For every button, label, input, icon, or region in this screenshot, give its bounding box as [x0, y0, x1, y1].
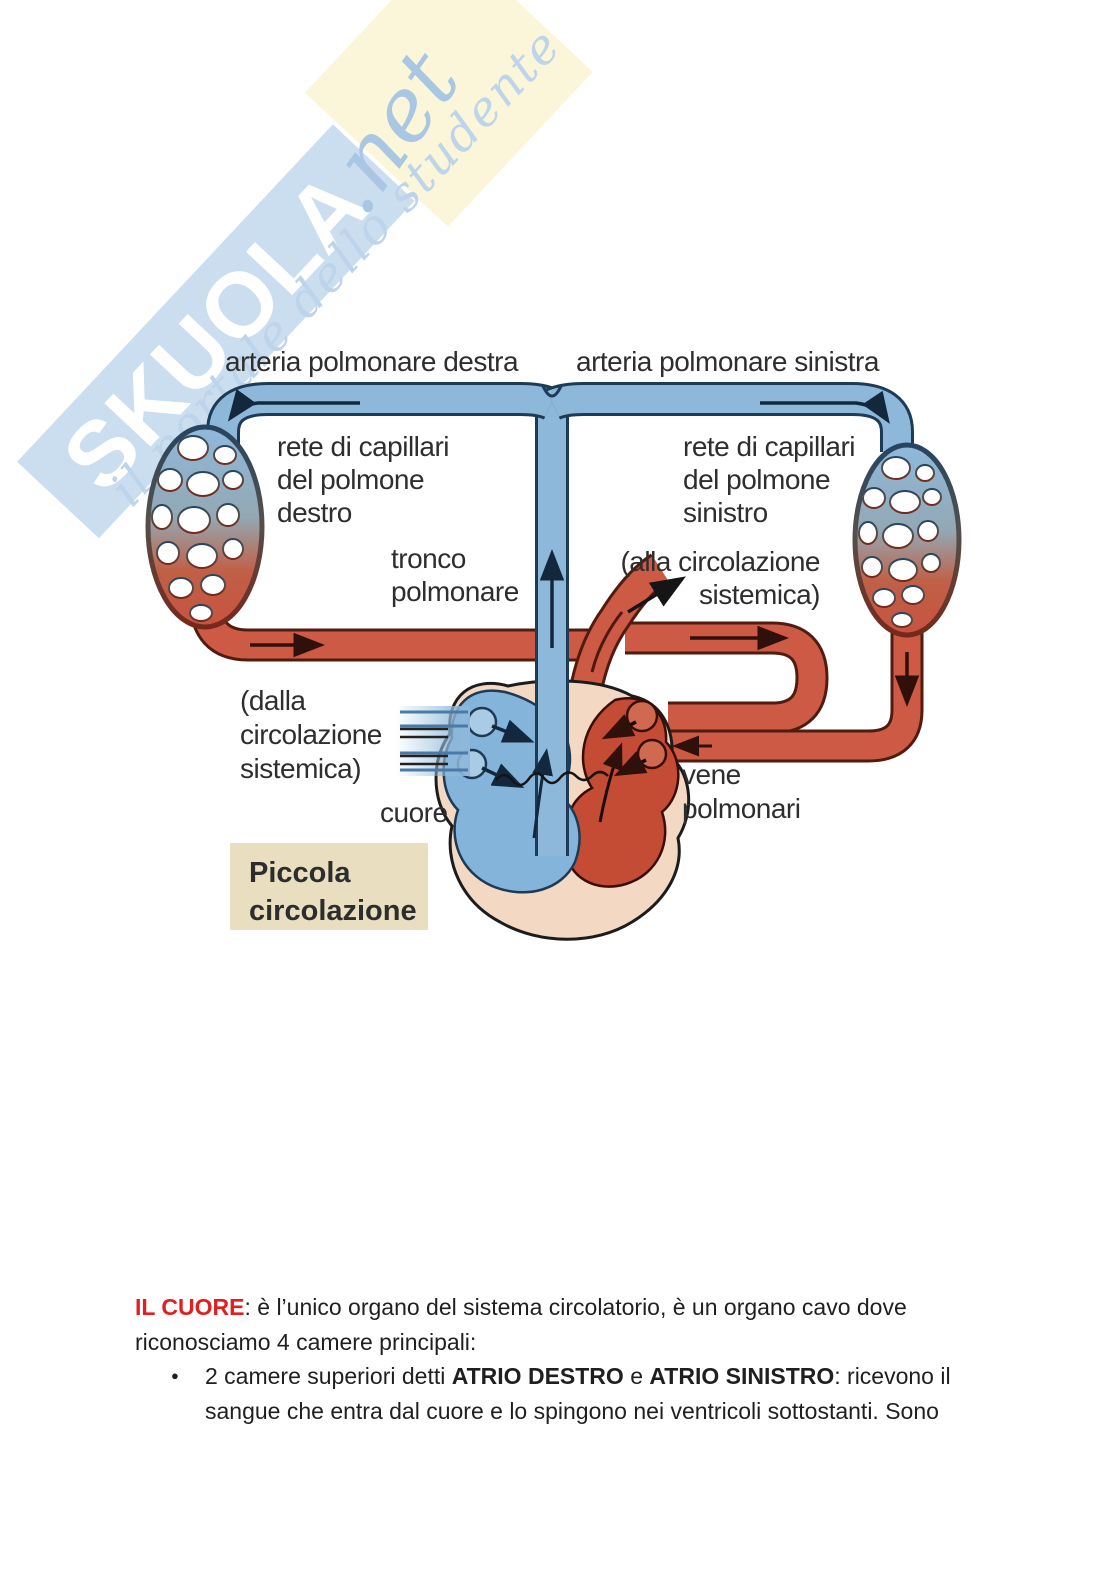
pulmonary-vein-right-tube [670, 612, 924, 763]
bullet-item-line-1: ●2 camere superiori detti ATRIO DESTRO e… [135, 1359, 1015, 1394]
label-dalla-circolazione-sistemica: (dalla circolazione sistemica) [240, 685, 382, 784]
label-tronco-polmonare: tronco polmonare [391, 543, 519, 607]
label-rete-capillari-destro: rete di capillari del polmone destro [277, 431, 450, 528]
label-arteria-polmonare-destra: arteria polmonare destra [225, 346, 519, 377]
heading-il-cuore: IL CUORE [135, 1294, 245, 1320]
label-cuore: cuore [380, 797, 448, 828]
capillary-network-left [145, 424, 265, 630]
capillary-network-right [852, 442, 962, 638]
pulmonary-artery-tubes [206, 382, 914, 452]
blood-flow-arrows-blue [227, 388, 890, 839]
circulation-diagram [145, 382, 962, 941]
label-rete-capillari-sinistro: rete di capillari del polmone sinistro [683, 431, 856, 528]
heading-line-2: riconosciamo 4 camere principali: [135, 1328, 477, 1355]
bullet-item-line-2: sangue che entra dal cuore e lo spingono… [205, 1397, 939, 1424]
vena-cava-stripes [396, 706, 470, 776]
bullet-dot-icon: ● [171, 1368, 179, 1383]
label-vene-polmonari: vene polmonari [682, 759, 801, 824]
body-text: IL CUORE: è l’unico organo del sistema c… [135, 1290, 1015, 1428]
piccola-circolazione-caption: Piccola circolazione [230, 843, 428, 930]
aorta [567, 553, 686, 703]
heading-line-1: IL CUORE: è l’unico organo del sistema c… [135, 1294, 907, 1320]
heart-valve-squiggle [495, 770, 609, 787]
heart-illustration [434, 679, 691, 941]
pulmonary-vein-hairpin [625, 621, 829, 735]
label-alla-circolazione-sistemica: (alla circolazione sistemica) [620, 546, 820, 610]
label-arteria-polmonare-sinistra: arteria polmonare sinistra [576, 346, 879, 377]
